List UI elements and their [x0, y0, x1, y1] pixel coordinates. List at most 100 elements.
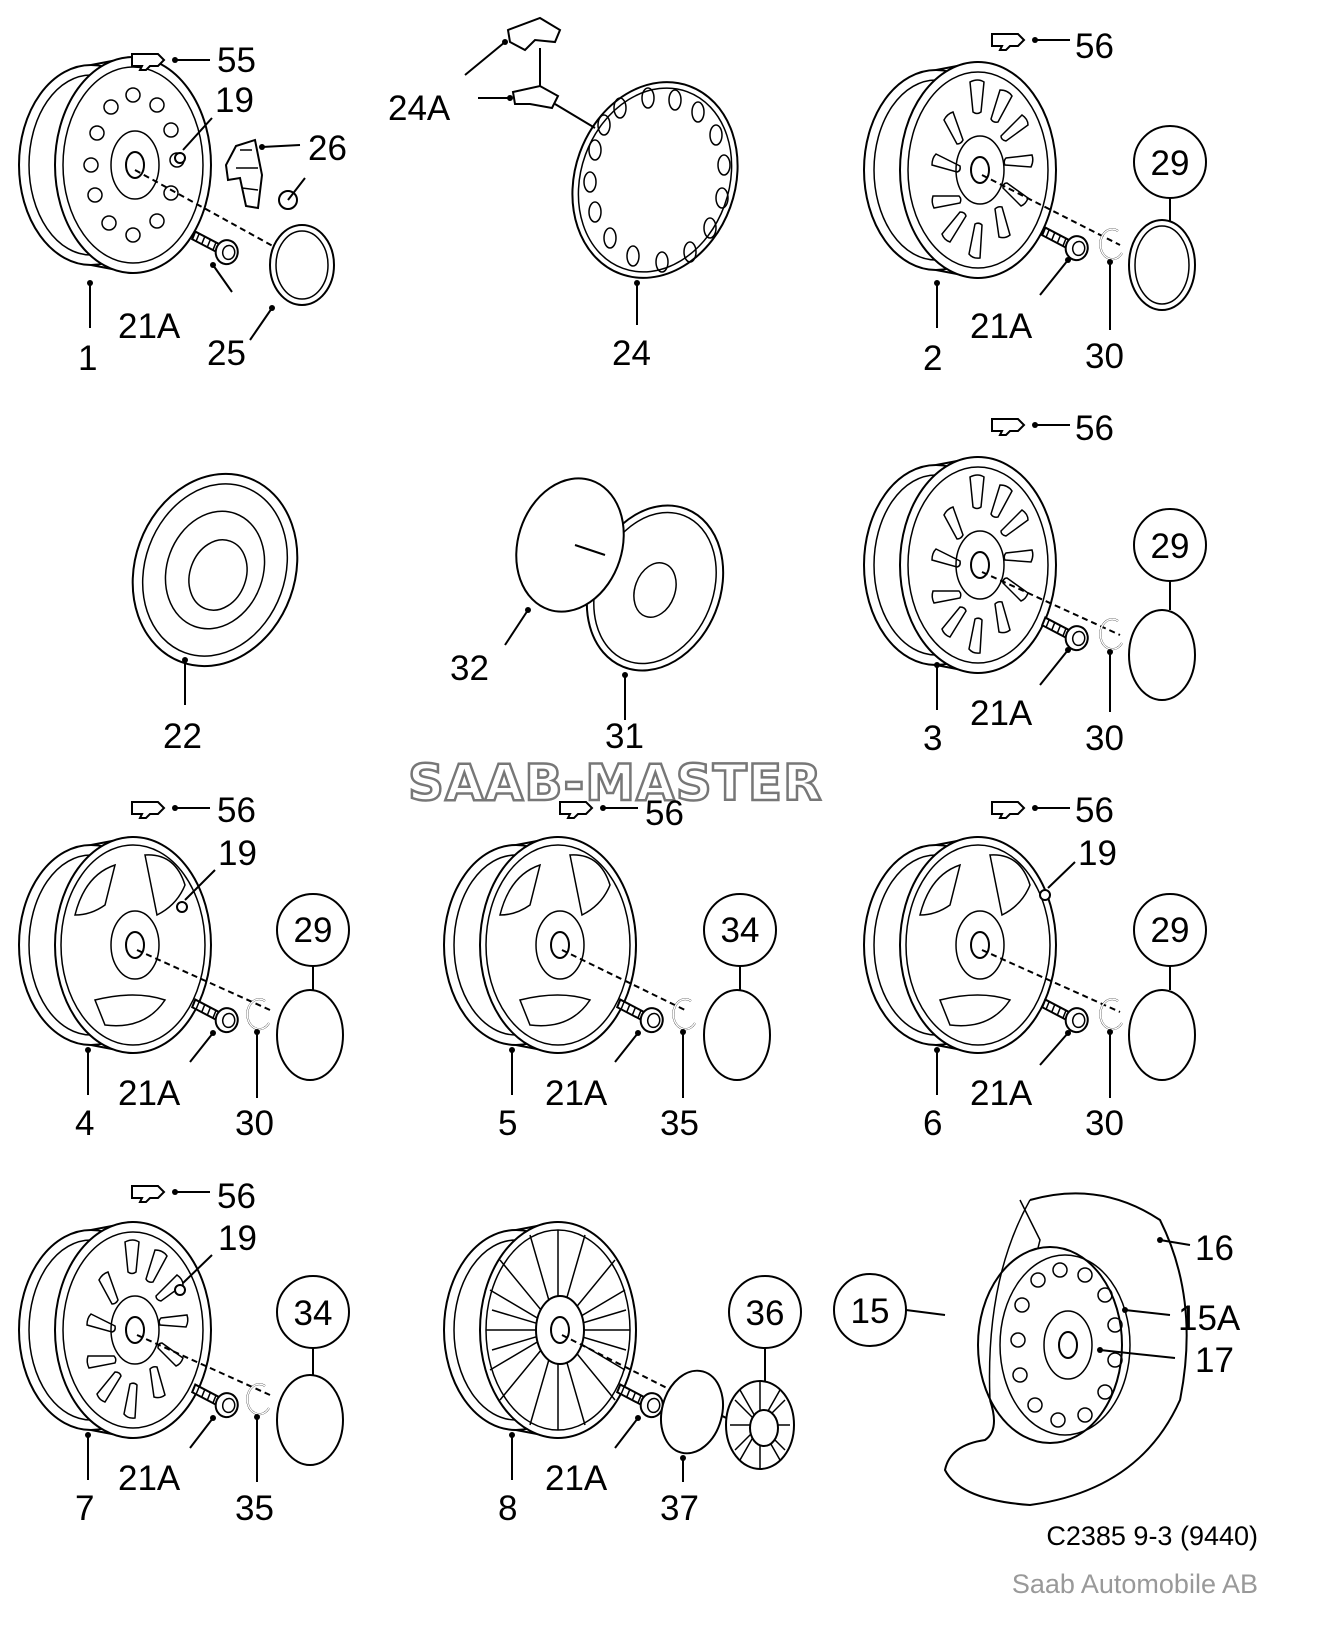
label-29: 29	[294, 911, 333, 950]
label-56: 56	[217, 791, 256, 830]
clip-56-e	[991, 801, 1070, 819]
clip-24a	[464, 16, 596, 129]
label-15a: 15A	[1178, 1299, 1241, 1338]
label-29: 29	[1151, 527, 1190, 566]
ring-34-a	[703, 893, 777, 1081]
clip-35-b	[246, 1383, 270, 1482]
bolt-21a-7	[188, 1383, 241, 1449]
label-37: 37	[660, 1489, 699, 1528]
retainer-19-b	[176, 869, 216, 913]
label-31: 31	[605, 717, 644, 756]
alloy-wheel-3	[863, 456, 1121, 710]
ring-25	[249, 224, 335, 341]
ring-29-c	[276, 893, 350, 1081]
label-35: 35	[235, 1489, 274, 1528]
label-22: 22	[163, 717, 202, 756]
ring-34-b	[276, 1275, 350, 1466]
label-15: 15	[851, 1292, 890, 1331]
alloy-wheel-6	[863, 836, 1121, 1095]
label-21a: 21A	[118, 1074, 181, 1113]
bolt-21a-1	[188, 230, 241, 293]
label-8: 8	[498, 1489, 517, 1528]
bolt-21a-6	[1038, 998, 1091, 1066]
bolt-21a-8	[613, 1383, 666, 1449]
label-29: 29	[1151, 144, 1190, 183]
label-4: 4	[75, 1104, 94, 1143]
alloy-wheel-2	[863, 61, 1121, 328]
center-cap-36	[725, 1275, 802, 1470]
clip-56-d	[559, 801, 638, 819]
label-56: 56	[1075, 27, 1114, 66]
spare-wheel-15	[833, 1192, 1191, 1507]
label-30: 30	[1085, 337, 1124, 376]
label-5: 5	[498, 1104, 517, 1143]
callout-labels: 55 19 26 21A 25 1 24A 24 56 21A 2 30 29 …	[75, 27, 1241, 1528]
alloy-wheel-4	[18, 836, 271, 1095]
company-name: Saab Automobile AB	[1012, 1569, 1258, 1599]
label-6: 6	[923, 1104, 942, 1143]
alloy-wheel-7	[18, 1221, 271, 1480]
steel-wheel-1	[18, 56, 281, 328]
label-35: 35	[660, 1104, 699, 1143]
ring-37	[660, 1369, 724, 1482]
label-36: 36	[746, 1294, 785, 1333]
label-34: 34	[294, 1294, 333, 1333]
label-7: 7	[75, 1489, 94, 1528]
label-32: 32	[450, 649, 489, 688]
label-21a: 21A	[970, 307, 1033, 346]
clip-55	[131, 53, 210, 71]
label-56: 56	[1075, 791, 1114, 830]
hubcap-24	[571, 81, 739, 325]
retainer-19-d	[174, 1254, 213, 1296]
label-29: 29	[1151, 911, 1190, 950]
label-21a: 21A	[545, 1074, 608, 1113]
retainer-19-a	[174, 117, 213, 164]
hubcap-22	[131, 472, 299, 705]
label-56: 56	[217, 1177, 256, 1216]
label-21a: 21A	[118, 307, 181, 346]
label-21a: 21A	[545, 1459, 608, 1498]
label-19: 19	[218, 834, 257, 873]
ring-29-b	[1128, 508, 1207, 701]
label-24a: 24A	[388, 89, 451, 128]
bracket-26	[224, 138, 306, 210]
label-55: 55	[217, 41, 256, 80]
alloy-wheel-5	[443, 836, 686, 1095]
clip-35-a	[672, 998, 696, 1098]
label-26: 26	[308, 129, 347, 168]
clip-56-c	[131, 801, 210, 819]
bolt-21a-5	[613, 998, 666, 1063]
label-21a: 21A	[970, 1074, 1033, 1113]
label-3: 3	[923, 719, 942, 758]
label-21a: 21A	[118, 1459, 181, 1498]
label-19: 19	[1078, 834, 1117, 873]
clip-56-a	[991, 33, 1070, 51]
label-19: 19	[215, 81, 254, 120]
label-30: 30	[235, 1104, 274, 1143]
clip-30-c	[246, 998, 270, 1098]
label-2: 2	[923, 339, 942, 378]
label-30: 30	[1085, 719, 1124, 758]
label-24: 24	[612, 334, 651, 373]
clip-30-b	[1099, 618, 1123, 712]
clip-30-d	[1099, 998, 1123, 1098]
label-19: 19	[218, 1219, 257, 1258]
bolt-21a-3	[1038, 616, 1091, 686]
bolt-21a-4	[188, 998, 241, 1063]
bolt-21a-2	[1038, 226, 1091, 296]
label-17: 17	[1195, 1341, 1234, 1380]
ring-29-d	[1128, 893, 1207, 1081]
clip-56-f	[131, 1185, 210, 1203]
label-30: 30	[1085, 1104, 1124, 1143]
label-56: 56	[645, 794, 684, 833]
clip-56-b	[991, 418, 1070, 436]
label-56: 56	[1075, 409, 1114, 448]
label-16: 16	[1195, 1229, 1234, 1268]
watermark: SAAB-MASTER	[408, 754, 823, 812]
diagram-code: C2385 9-3 (9440)	[1046, 1521, 1258, 1551]
label-1: 1	[78, 339, 97, 378]
clip-30-a	[1099, 228, 1123, 330]
ring-32	[504, 477, 625, 646]
label-34: 34	[721, 911, 760, 950]
